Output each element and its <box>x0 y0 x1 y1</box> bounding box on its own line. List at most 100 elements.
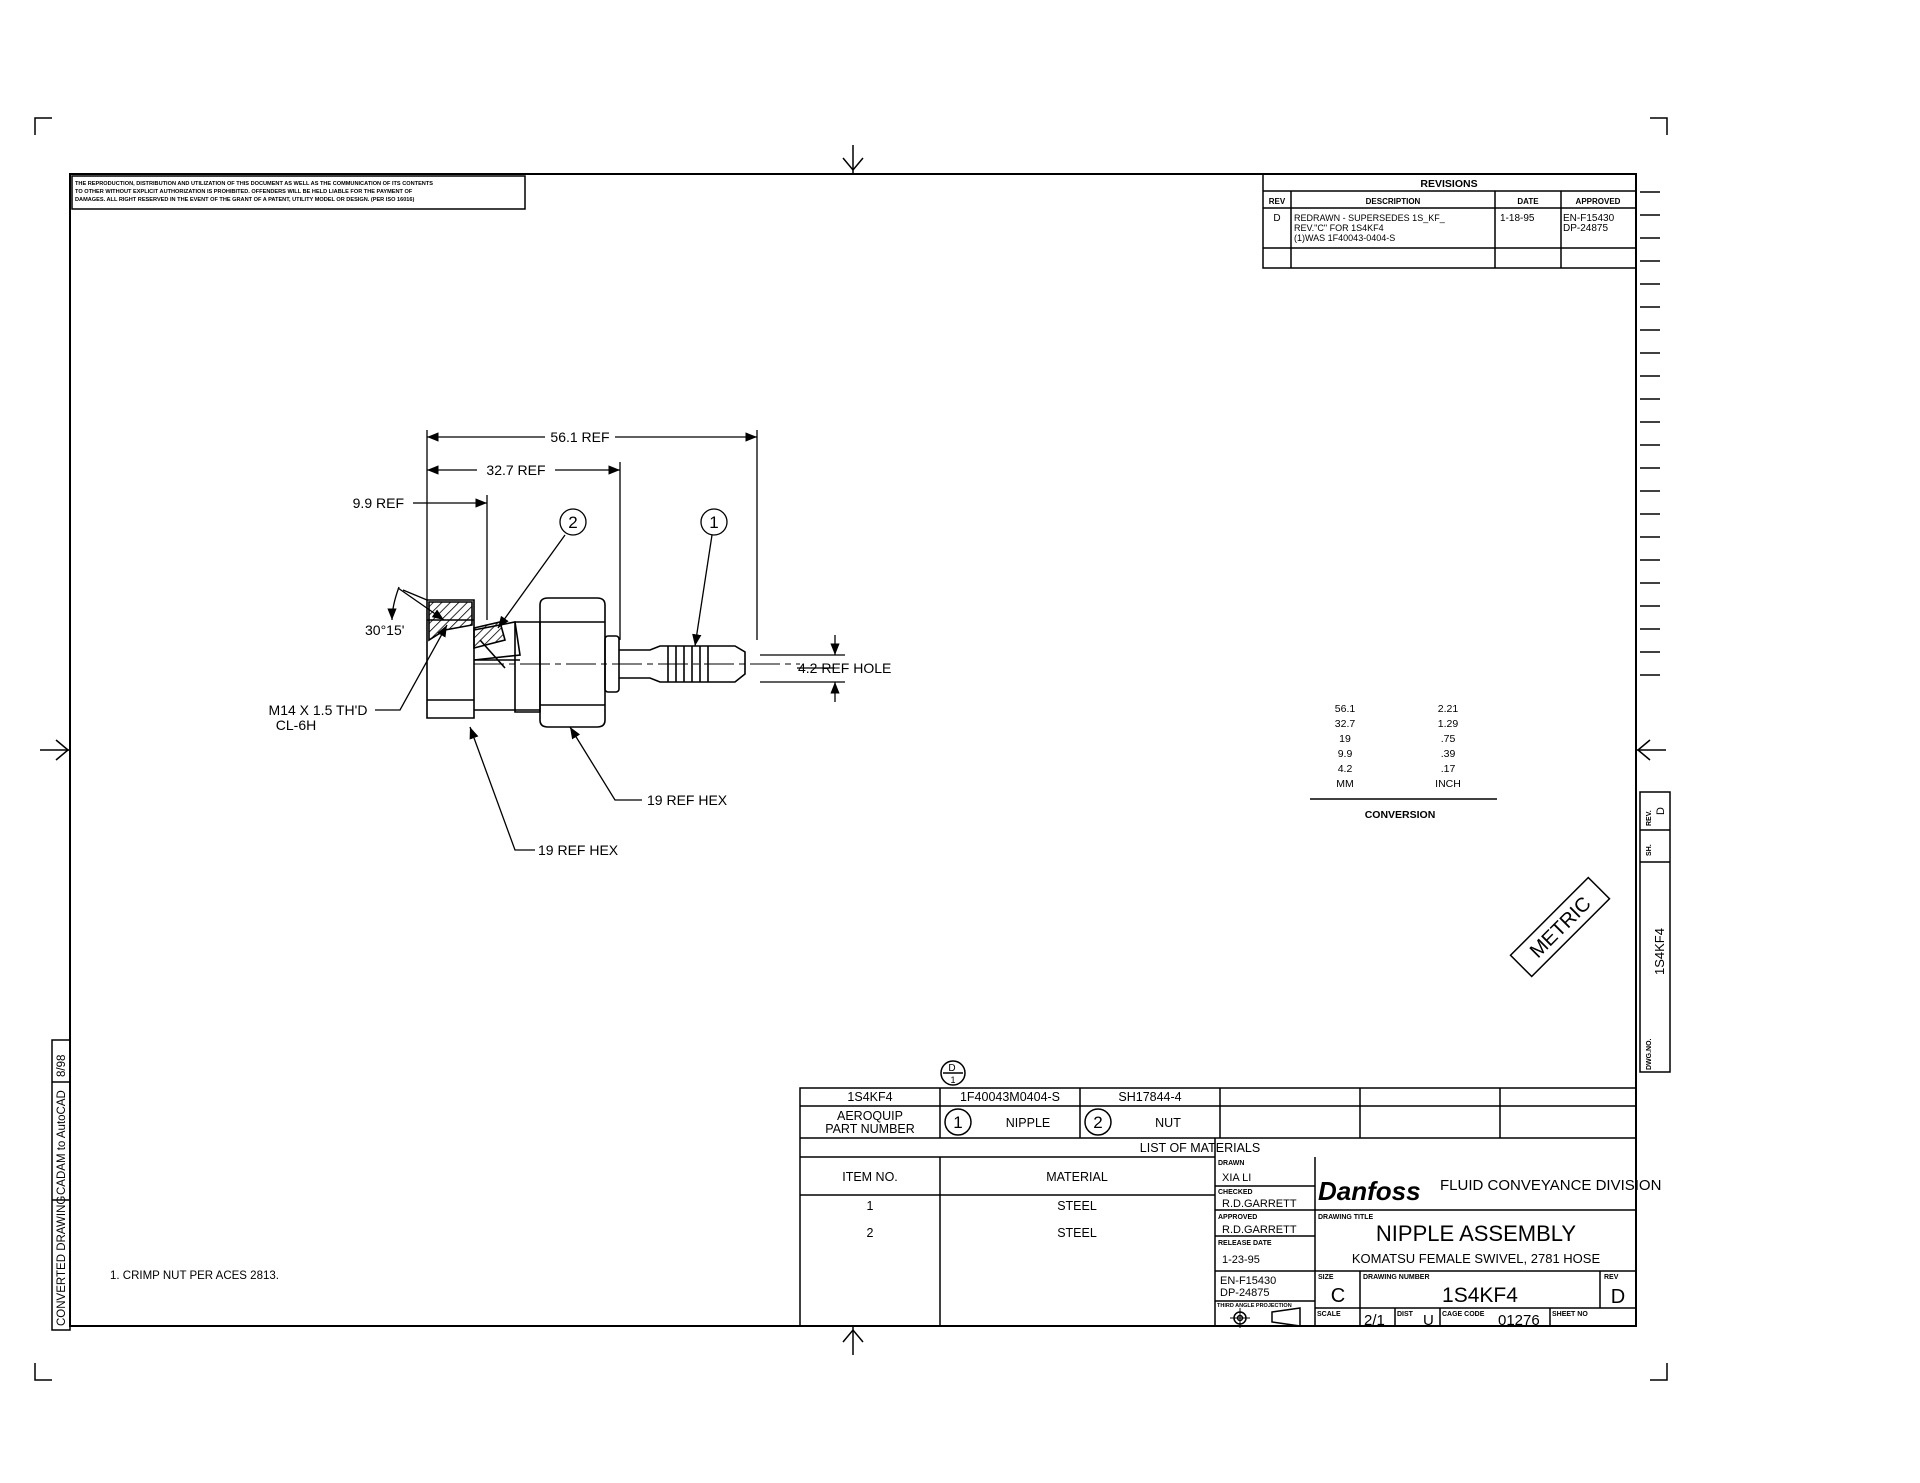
drawing-border <box>69 173 1637 1327</box>
metric-stamp: METRIC <box>1509 876 1611 978</box>
dim-hex-1: 19 REF HEX <box>647 792 728 808</box>
thread-spec: M14 X 1.5 TH'D <box>269 702 368 718</box>
notice-line-3: DAMAGES. ALL RIGHT RESERVED IN THE EVENT… <box>75 197 415 203</box>
item-balloon-1: 1 <box>953 1113 962 1132</box>
title-block: DRAWN XIA LI CHECKED R.D.GARRETT APPROVE… <box>1217 1160 1661 1329</box>
proprietary-notice: THE REPRODUCTION, DISTRIBUTION AND UTILI… <box>71 175 526 210</box>
drawn-by: XIA LI <box>1222 1172 1251 1184</box>
checked-by: R.D.GARRETT <box>1222 1198 1297 1210</box>
side-sheet-label: SH. <box>1646 844 1653 856</box>
part-number-nut: SH17844-4 <box>1118 1090 1181 1104</box>
side-rev-label: REV. <box>1646 810 1653 826</box>
cadam-to-autocad: CADAM to AutoCAD <box>56 1090 68 1195</box>
drawing-number: 1S4KF4 <box>1442 1284 1518 1307</box>
revision-date: 1-18-95 <box>1500 213 1535 224</box>
corner-marks <box>34 117 1668 1381</box>
approved-header: APPROVED <box>1576 197 1621 206</box>
edge-ticks <box>1640 191 1660 676</box>
revision-approved-1: EN-F15430 <box>1563 213 1615 224</box>
en-number: EN-F15430 <box>1220 1275 1276 1287</box>
drawing-title-label: DRAWING TITLE <box>1318 1214 1374 1221</box>
sheet-size: C <box>1331 1285 1345 1307</box>
table-row-2-material: STEEL <box>1057 1226 1097 1240</box>
dimension-text: 56.1 REF 32.7 REF 9.9 REF 30°15' M14 X 1… <box>269 429 892 858</box>
nut-section-hatch <box>428 601 473 642</box>
drawing-subtitle: KOMATSU FEMALE SWIVEL, 2781 HOSE <box>1352 1251 1601 1266</box>
side-title-text: REV. D SH. 1S4KF4 DWG.NO. <box>1646 807 1667 1070</box>
revisions-title: REVISIONS <box>1420 178 1477 190</box>
revision-approved-2: DP-24875 <box>1563 223 1608 234</box>
dim-32-7: 32.7 REF <box>486 462 545 478</box>
aeroquip-label-2: PART NUMBER <box>825 1122 915 1136</box>
release-date: 1-23-95 <box>1222 1254 1260 1266</box>
balloon-2: 2 <box>568 513 577 532</box>
description-header: DESCRIPTION <box>1366 197 1421 206</box>
item-name-nut: NUT <box>1155 1116 1181 1130</box>
side-dwgno-label: DWG.NO. <box>1646 1038 1653 1070</box>
dp-number: DP-24875 <box>1220 1287 1270 1299</box>
table-row-2-item: 2 <box>867 1226 874 1240</box>
scale: 2/1 <box>1364 1312 1385 1329</box>
balloon-1: 1 <box>709 513 718 532</box>
size-label: SIZE <box>1318 1274 1334 1281</box>
dim-hex-2: 19 REF HEX <box>538 842 619 858</box>
revisions-text: REVISIONS REV DESCRIPTION DATE APPROVED … <box>1269 178 1621 243</box>
checked-label: CHECKED <box>1218 1189 1253 1196</box>
drawing-number-label: DRAWING NUMBER <box>1363 1274 1430 1281</box>
cage-code-label: CAGE CODE <box>1442 1311 1485 1318</box>
dist: U <box>1423 1312 1434 1329</box>
left-strip-text: CONVERTED DRAWING CADAM to AutoCAD 8/98 <box>56 1055 68 1326</box>
division-name: FLUID CONVEYANCE DIVISION <box>1440 1177 1661 1194</box>
conversion-date: 8/98 <box>56 1055 68 1077</box>
part-number-assembly: 1S4KF4 <box>847 1090 892 1104</box>
conversion-cell: .39 <box>1441 748 1456 760</box>
conversion-cell: .17 <box>1441 763 1456 775</box>
conversion-cell: 4.2 <box>1338 763 1353 775</box>
conversion-cell: 32.7 <box>1335 718 1356 730</box>
revision-desc-1: REDRAWN - SUPERSEDES 1S_KF_ <box>1294 213 1446 223</box>
date-header: DATE <box>1517 197 1539 206</box>
nut-body <box>426 599 475 719</box>
third-angle-label: THIRD ANGLE PROJECTION <box>1217 1303 1292 1309</box>
approved-label: APPROVED <box>1218 1214 1257 1221</box>
crimp-note: 1. CRIMP NUT PER ACES 2813. <box>110 1270 279 1282</box>
thread-class: CL-6H <box>276 717 316 733</box>
centering-marks <box>40 145 1666 1355</box>
danfoss-logo: Danfoss <box>1318 1176 1421 1206</box>
revision: D <box>1611 1286 1625 1308</box>
conversion-cell: MM <box>1336 778 1354 790</box>
rev-label: REV <box>1604 1274 1619 1281</box>
dim-hole: 4.2 REF HOLE <box>798 660 891 676</box>
table-row-1-item: 1 <box>867 1199 874 1213</box>
delta-letter: D <box>948 1063 955 1074</box>
dim-angle: 30°15' <box>365 622 404 638</box>
notice-line-1: THE REPRODUCTION, DISTRIBUTION AND UTILI… <box>75 181 433 187</box>
dim-9-9: 9.9 REF <box>353 495 404 511</box>
material-header: MATERIAL <box>1046 1170 1108 1184</box>
delta-sub: 1 <box>950 1075 955 1085</box>
dimension-lines <box>375 430 845 851</box>
nipple-assembly-drawing <box>426 597 800 728</box>
conversion-cell: 1.29 <box>1438 718 1459 730</box>
revisions-block <box>1262 173 1637 269</box>
nipple-collar <box>514 621 541 713</box>
side-title-block <box>1639 791 1671 1073</box>
notice-line-2: TO OTHER WITHOUT EXPLICIT AUTHORIZATION … <box>75 189 413 195</box>
left-strip <box>51 1039 71 1331</box>
cage-code: 01276 <box>1498 1312 1540 1329</box>
item-no-header: ITEM NO. <box>842 1170 898 1184</box>
nipple-stem <box>619 645 746 683</box>
drawn-label: DRAWN <box>1218 1160 1244 1167</box>
side-rev: D <box>1655 807 1667 815</box>
converted-drawing: CONVERTED DRAWING <box>56 1196 68 1326</box>
parts-list-text: D 1 1S4KF4 1F40043M0404-S SH17844-4 AERO… <box>825 1063 1260 1240</box>
part-number-nipple: 1F40043M0404-S <box>960 1090 1060 1104</box>
revision-letter: D <box>1273 213 1280 224</box>
release-date-label: RELEASE DATE <box>1218 1240 1272 1247</box>
conversion-cell: 56.1 <box>1335 703 1356 715</box>
approved-by: R.D.GARRETT <box>1222 1224 1297 1236</box>
conversion-cell: .75 <box>1441 733 1456 745</box>
drawing-title: NIPPLE ASSEMBLY <box>1376 1221 1576 1246</box>
rev-header: REV <box>1269 197 1286 206</box>
